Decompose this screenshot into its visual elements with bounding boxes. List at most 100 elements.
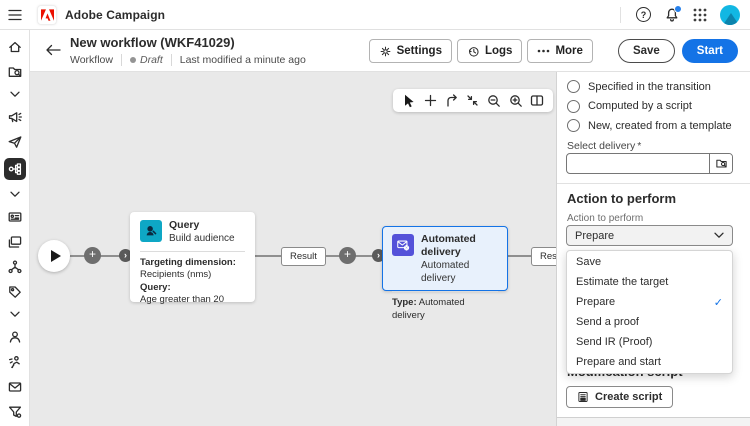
menu-item-prepare-and-start[interactable]: Prepare and start	[576, 356, 661, 368]
start-button[interactable]: Start	[681, 39, 738, 63]
workflows-icon-selected[interactable]	[3, 158, 26, 180]
chevron-down-icon[interactable]	[6, 188, 24, 200]
workflow-canvas[interactable]: + › Query Build audience Targeting dimen…	[30, 72, 556, 426]
transition-label[interactable]: Result	[281, 247, 326, 266]
delivery-source-options: Specified in the transition Computed by …	[567, 77, 738, 136]
field-value: Age greater than 20	[140, 294, 224, 306]
fit-view-icon[interactable]	[465, 93, 481, 109]
settings-button[interactable]: Settings	[368, 39, 452, 63]
radio-icon	[567, 119, 580, 133]
transition-label[interactable]: Result	[531, 247, 556, 266]
back-arrow-icon[interactable]	[44, 42, 62, 58]
app-switcher-icon[interactable]	[693, 8, 707, 22]
query-activity-icon	[140, 220, 162, 242]
radio-specified-in-transition[interactable]: Specified in the transition	[567, 77, 738, 97]
explorer-icon[interactable]	[6, 63, 24, 80]
connector-tool-icon[interactable]	[444, 93, 460, 109]
help-icon[interactable]: ?	[636, 7, 651, 22]
meta-divider	[170, 54, 172, 66]
menu-item-estimate-target[interactable]: Estimate the target	[576, 276, 669, 288]
profiles-icon[interactable]	[6, 328, 24, 345]
zoom-in-icon[interactable]	[508, 93, 524, 109]
logs-button[interactable]: Logs	[456, 39, 523, 63]
field-label: Targeting dimension:	[140, 257, 236, 269]
action-select[interactable]: Prepare	[566, 225, 733, 246]
more-button[interactable]: More	[527, 39, 593, 63]
node-divider	[392, 291, 498, 293]
deliveries-icon[interactable]	[6, 133, 24, 150]
predefined-filters-icon[interactable]	[6, 403, 24, 420]
audiences-icon[interactable]	[6, 258, 24, 275]
topbar-divider	[620, 6, 621, 23]
chevron-down-icon	[714, 232, 724, 238]
hamburger-menu-icon[interactable]	[0, 9, 30, 21]
radio-computed-by-script[interactable]: Computed by a script	[567, 97, 738, 117]
action-section-heading: Action to perform	[567, 191, 677, 206]
notifications-icon[interactable]	[664, 4, 682, 23]
select-tool-icon[interactable]	[401, 93, 417, 109]
required-asterisk: *	[637, 140, 642, 152]
action-field-label: Action to perform	[567, 213, 644, 224]
add-activity-icon[interactable]	[422, 93, 438, 109]
query-activity-node[interactable]: Query Build audience Targeting dimension…	[130, 212, 255, 305]
field-label: Query:	[140, 281, 171, 293]
add-activity-connector[interactable]: +	[339, 247, 356, 264]
home-icon[interactable]	[6, 38, 24, 55]
status-badge: Draft	[129, 54, 163, 66]
script-icon	[578, 392, 588, 402]
subscription-services-icon[interactable]	[6, 378, 24, 395]
breadcrumb-type: Workflow	[70, 54, 113, 66]
radio-new-from-template[interactable]: New, created from a template	[567, 116, 738, 136]
start-activity-node[interactable]	[38, 240, 70, 272]
chevron-down-icon[interactable]	[6, 88, 24, 100]
app-name: Adobe Campaign	[65, 7, 166, 22]
top-app-bar: Adobe Campaign ?	[0, 0, 750, 30]
content-templates-icon[interactable]	[6, 233, 24, 250]
overview-map-icon[interactable]	[529, 93, 545, 109]
automated-delivery-icon	[392, 234, 414, 256]
action-select-value: Prepare	[575, 229, 615, 242]
landing-pages-icon[interactable]	[6, 208, 24, 225]
chevron-down-icon[interactable]	[6, 308, 24, 320]
transition-port-icon[interactable]: ›	[372, 249, 385, 262]
offers-icon[interactable]	[6, 283, 24, 300]
menu-item-prepare-selected[interactable]: Prepare ✓	[576, 296, 723, 309]
add-activity-connector[interactable]: +	[84, 247, 101, 264]
menu-item-send-proof[interactable]: Send a proof	[576, 316, 639, 328]
checkmark-icon: ✓	[713, 296, 723, 309]
radio-icon	[567, 80, 580, 94]
type-value: Automated delivery	[392, 297, 465, 321]
panel-divider	[557, 183, 750, 184]
more-label: More	[555, 45, 583, 57]
user-avatar[interactable]	[720, 4, 740, 25]
browse-delivery-icon[interactable]	[709, 154, 732, 173]
node-title: Query	[169, 219, 200, 231]
select-delivery-field	[566, 153, 733, 174]
panel-bottom-edge	[557, 417, 750, 426]
automated-delivery-node-selected[interactable]: Automated delivery Automated delivery Ty…	[382, 226, 508, 321]
play-icon	[50, 250, 61, 262]
zoom-out-icon[interactable]	[486, 93, 502, 109]
settings-label: Settings	[396, 45, 442, 57]
page-title: New workflow (WKF41029)	[70, 35, 235, 50]
radio-icon	[567, 99, 580, 113]
create-script-button[interactable]: Create script	[566, 386, 674, 408]
node-subtitle: Automated delivery	[421, 260, 470, 285]
left-nav-rail	[0, 30, 30, 426]
test-profiles-icon[interactable]	[6, 353, 24, 370]
canvas-toolbar	[393, 89, 553, 112]
meta-divider	[120, 54, 122, 66]
last-modified-text: Last modified a minute ago	[179, 54, 306, 66]
node-divider	[140, 251, 245, 253]
menu-item-send-ir-proof[interactable]: Send IR (Proof)	[576, 336, 653, 348]
logs-label: Logs	[484, 45, 513, 57]
notification-badge	[674, 4, 682, 13]
select-delivery-label: Select delivery*	[567, 140, 642, 152]
node-subtitle: Build audience	[169, 233, 235, 245]
menu-item-save[interactable]: Save	[576, 256, 602, 268]
campaigns-icon[interactable]	[6, 108, 24, 125]
select-delivery-input[interactable]	[567, 154, 709, 173]
save-button[interactable]: Save	[617, 39, 675, 63]
transition-port-icon[interactable]: ›	[119, 249, 132, 262]
activity-properties-panel: Specified in the transition Computed by …	[556, 72, 750, 426]
